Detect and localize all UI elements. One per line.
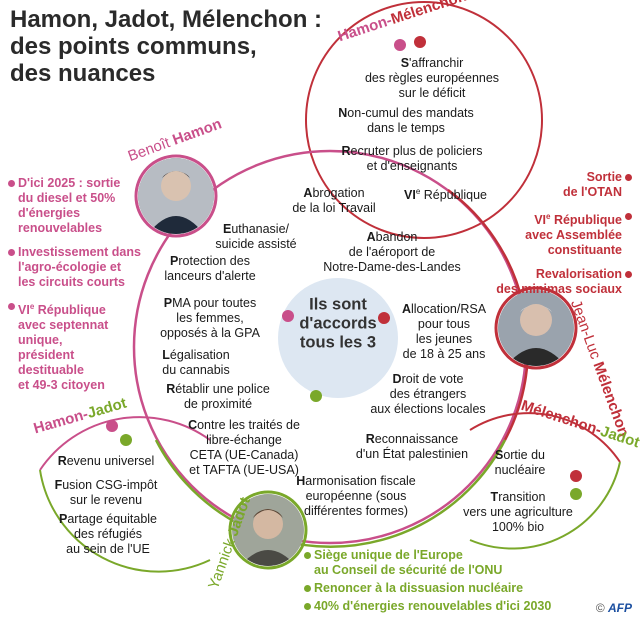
hm-item-deficit: S'affranchir des règles européennes sur … [364, 56, 500, 100]
afp-credit: © AFP [595, 601, 632, 615]
hj-item-csg: Fusion CSG-impôt sur le revenu [54, 478, 158, 507]
main-circle-jadot-arc [154, 439, 507, 548]
mj-dot-melenchon [570, 470, 582, 482]
page-title: Hamon, Jadot, Mélenchon : des points com… [10, 6, 323, 87]
jadot-portrait [232, 494, 304, 566]
common-item-fiscalite: Harmonisation fiscale européenne (sous d… [296, 474, 416, 518]
common-item-vote-etrangers: Droit de vote des étrangers aux élection… [370, 372, 486, 416]
hamon-item-euthanasie: Euthanasie/ suicide assisté [215, 222, 297, 251]
hm-item-mandats: Non-cumul des mandats dans le temps [338, 106, 474, 135]
hj-item-refugies: Partage équitable des réfugiés au sein d… [59, 512, 157, 556]
mj-item-nucleaire: Sortie du nucléaire [494, 448, 546, 477]
mj-dot-jadot [570, 488, 582, 500]
center-dot-melenchon [378, 312, 390, 324]
center-dot-hamon [282, 310, 294, 322]
hj-dot-hamon [106, 420, 118, 432]
hm-item-policiers: Recruter plus de policiers et d'enseigna… [341, 144, 483, 173]
hamon-item-pma: PMA pour toutes les femmes, opposés à la… [160, 296, 260, 340]
center-label: Ils sont d'accords tous les 3 [299, 295, 377, 352]
center-dot-jadot [310, 390, 322, 402]
hj-item-revenu-universel: Revenu universel [57, 454, 155, 468]
hamon-item-police: Rétablir une police de proximité [166, 382, 270, 411]
common-item-loi-travail: Abrogation de la loi Travail [292, 186, 376, 215]
common-item-rsa: Allocation/RSA pour tous les jeunes de 1… [401, 302, 487, 361]
hamon-item-cannabis: Légalisation du cannabis [162, 348, 230, 377]
hamon-jadot-circle-bottom [39, 469, 211, 573]
mj-item-agriculture: Transition vers une agriculture 100% bio [463, 490, 573, 534]
center-blob [278, 278, 398, 398]
common-item-notre-dame: Abandon de l'aéroport de Notre-Dame-des-… [323, 230, 461, 274]
melenchon-jadot-circle-bottom [469, 461, 621, 550]
hm-item-vie-republique: VIe République [404, 187, 487, 203]
jadot-only-dissuasion: Renoncer à la dissuasion nucléaire [304, 581, 604, 596]
hj-dot-jadot [120, 434, 132, 446]
dot-melenchon [414, 36, 426, 48]
melenchon-portrait [498, 290, 574, 366]
hamon-melenchon-circle [305, 1, 543, 239]
hamon-jadot-circle-top [39, 416, 211, 471]
melenchon-jadot-circle-top [469, 412, 621, 463]
hamon-item-traites: Contre les traités de libre-échange CETA… [188, 418, 300, 477]
hamon-item-lanceurs: Protection des lanceurs d'alerte [164, 254, 256, 283]
jadot-only-energies: 40% d'énergies renouvelables d'ici 2030 [304, 599, 604, 614]
dot-hamon [394, 39, 406, 51]
common-item-palestine: Reconnaissance d'un État palestinien [355, 432, 469, 461]
hamon-portrait [138, 158, 214, 234]
